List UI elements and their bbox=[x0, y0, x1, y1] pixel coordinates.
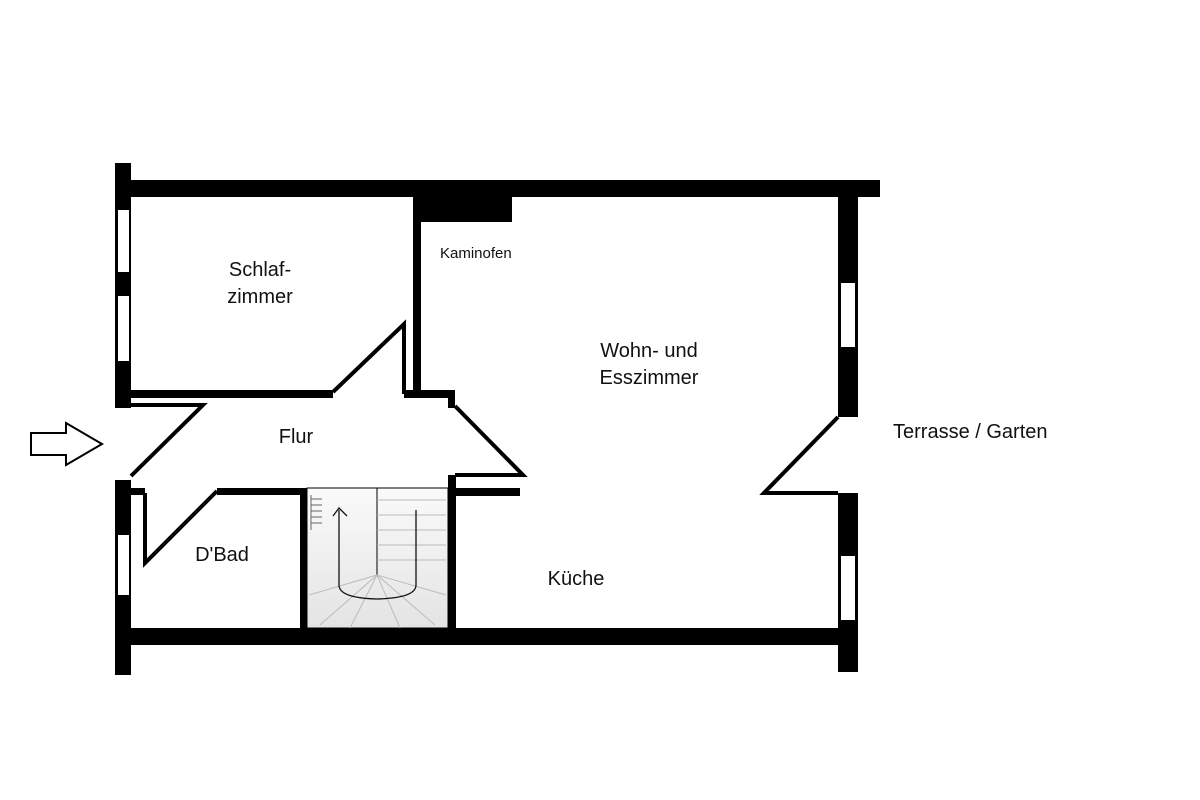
door-entrance bbox=[129, 403, 208, 478]
doors bbox=[129, 319, 840, 568]
room-label-bad: D'Bad bbox=[195, 544, 249, 566]
wall-bad-top bbox=[217, 488, 307, 495]
kaminofen-block bbox=[413, 197, 512, 222]
entrance-arrow-icon bbox=[30, 421, 104, 467]
staircase-icon bbox=[306, 487, 449, 629]
label-line: zimmer bbox=[227, 286, 293, 308]
wall-bad-top-stub bbox=[131, 488, 145, 495]
wall-bad-stairs bbox=[300, 488, 307, 628]
door-wohnzimmer bbox=[453, 404, 528, 477]
windows bbox=[118, 210, 855, 620]
wall-flur-wohn-step bbox=[448, 390, 455, 408]
wall-kueche-stub bbox=[456, 488, 520, 496]
walls bbox=[115, 163, 880, 675]
wall-schlaf-wohn bbox=[413, 197, 421, 392]
room-label-flur: Flur bbox=[278, 426, 314, 448]
room-label-schlafzimmer: Schlaf- zimmer bbox=[227, 257, 293, 311]
bottom-wall bbox=[131, 628, 840, 645]
left-wall-upper bbox=[115, 163, 131, 408]
door-schlafzimmer bbox=[331, 319, 406, 394]
room-label-wohnzimmer: Wohn- und Esszimmer bbox=[600, 338, 699, 392]
top-wall bbox=[131, 180, 880, 197]
window bbox=[118, 210, 129, 272]
label-line: Esszimmer bbox=[599, 367, 699, 389]
window bbox=[841, 556, 855, 620]
label-line: Schlaf- bbox=[228, 259, 292, 281]
wall-flur-wohn bbox=[404, 390, 455, 398]
wall-schlaf-flur bbox=[131, 390, 333, 398]
window bbox=[118, 296, 129, 361]
door-bad bbox=[143, 489, 219, 568]
label-terrasse: Terrasse / Garten bbox=[893, 421, 1048, 443]
door-terrasse bbox=[759, 415, 840, 495]
room-label-kueche: Küche bbox=[547, 568, 605, 590]
wall-stairs-kueche bbox=[448, 475, 456, 628]
window bbox=[118, 535, 129, 595]
window bbox=[841, 283, 855, 347]
label-line: Wohn- und bbox=[600, 340, 698, 362]
label-kaminofen: Kaminofen bbox=[440, 245, 512, 262]
